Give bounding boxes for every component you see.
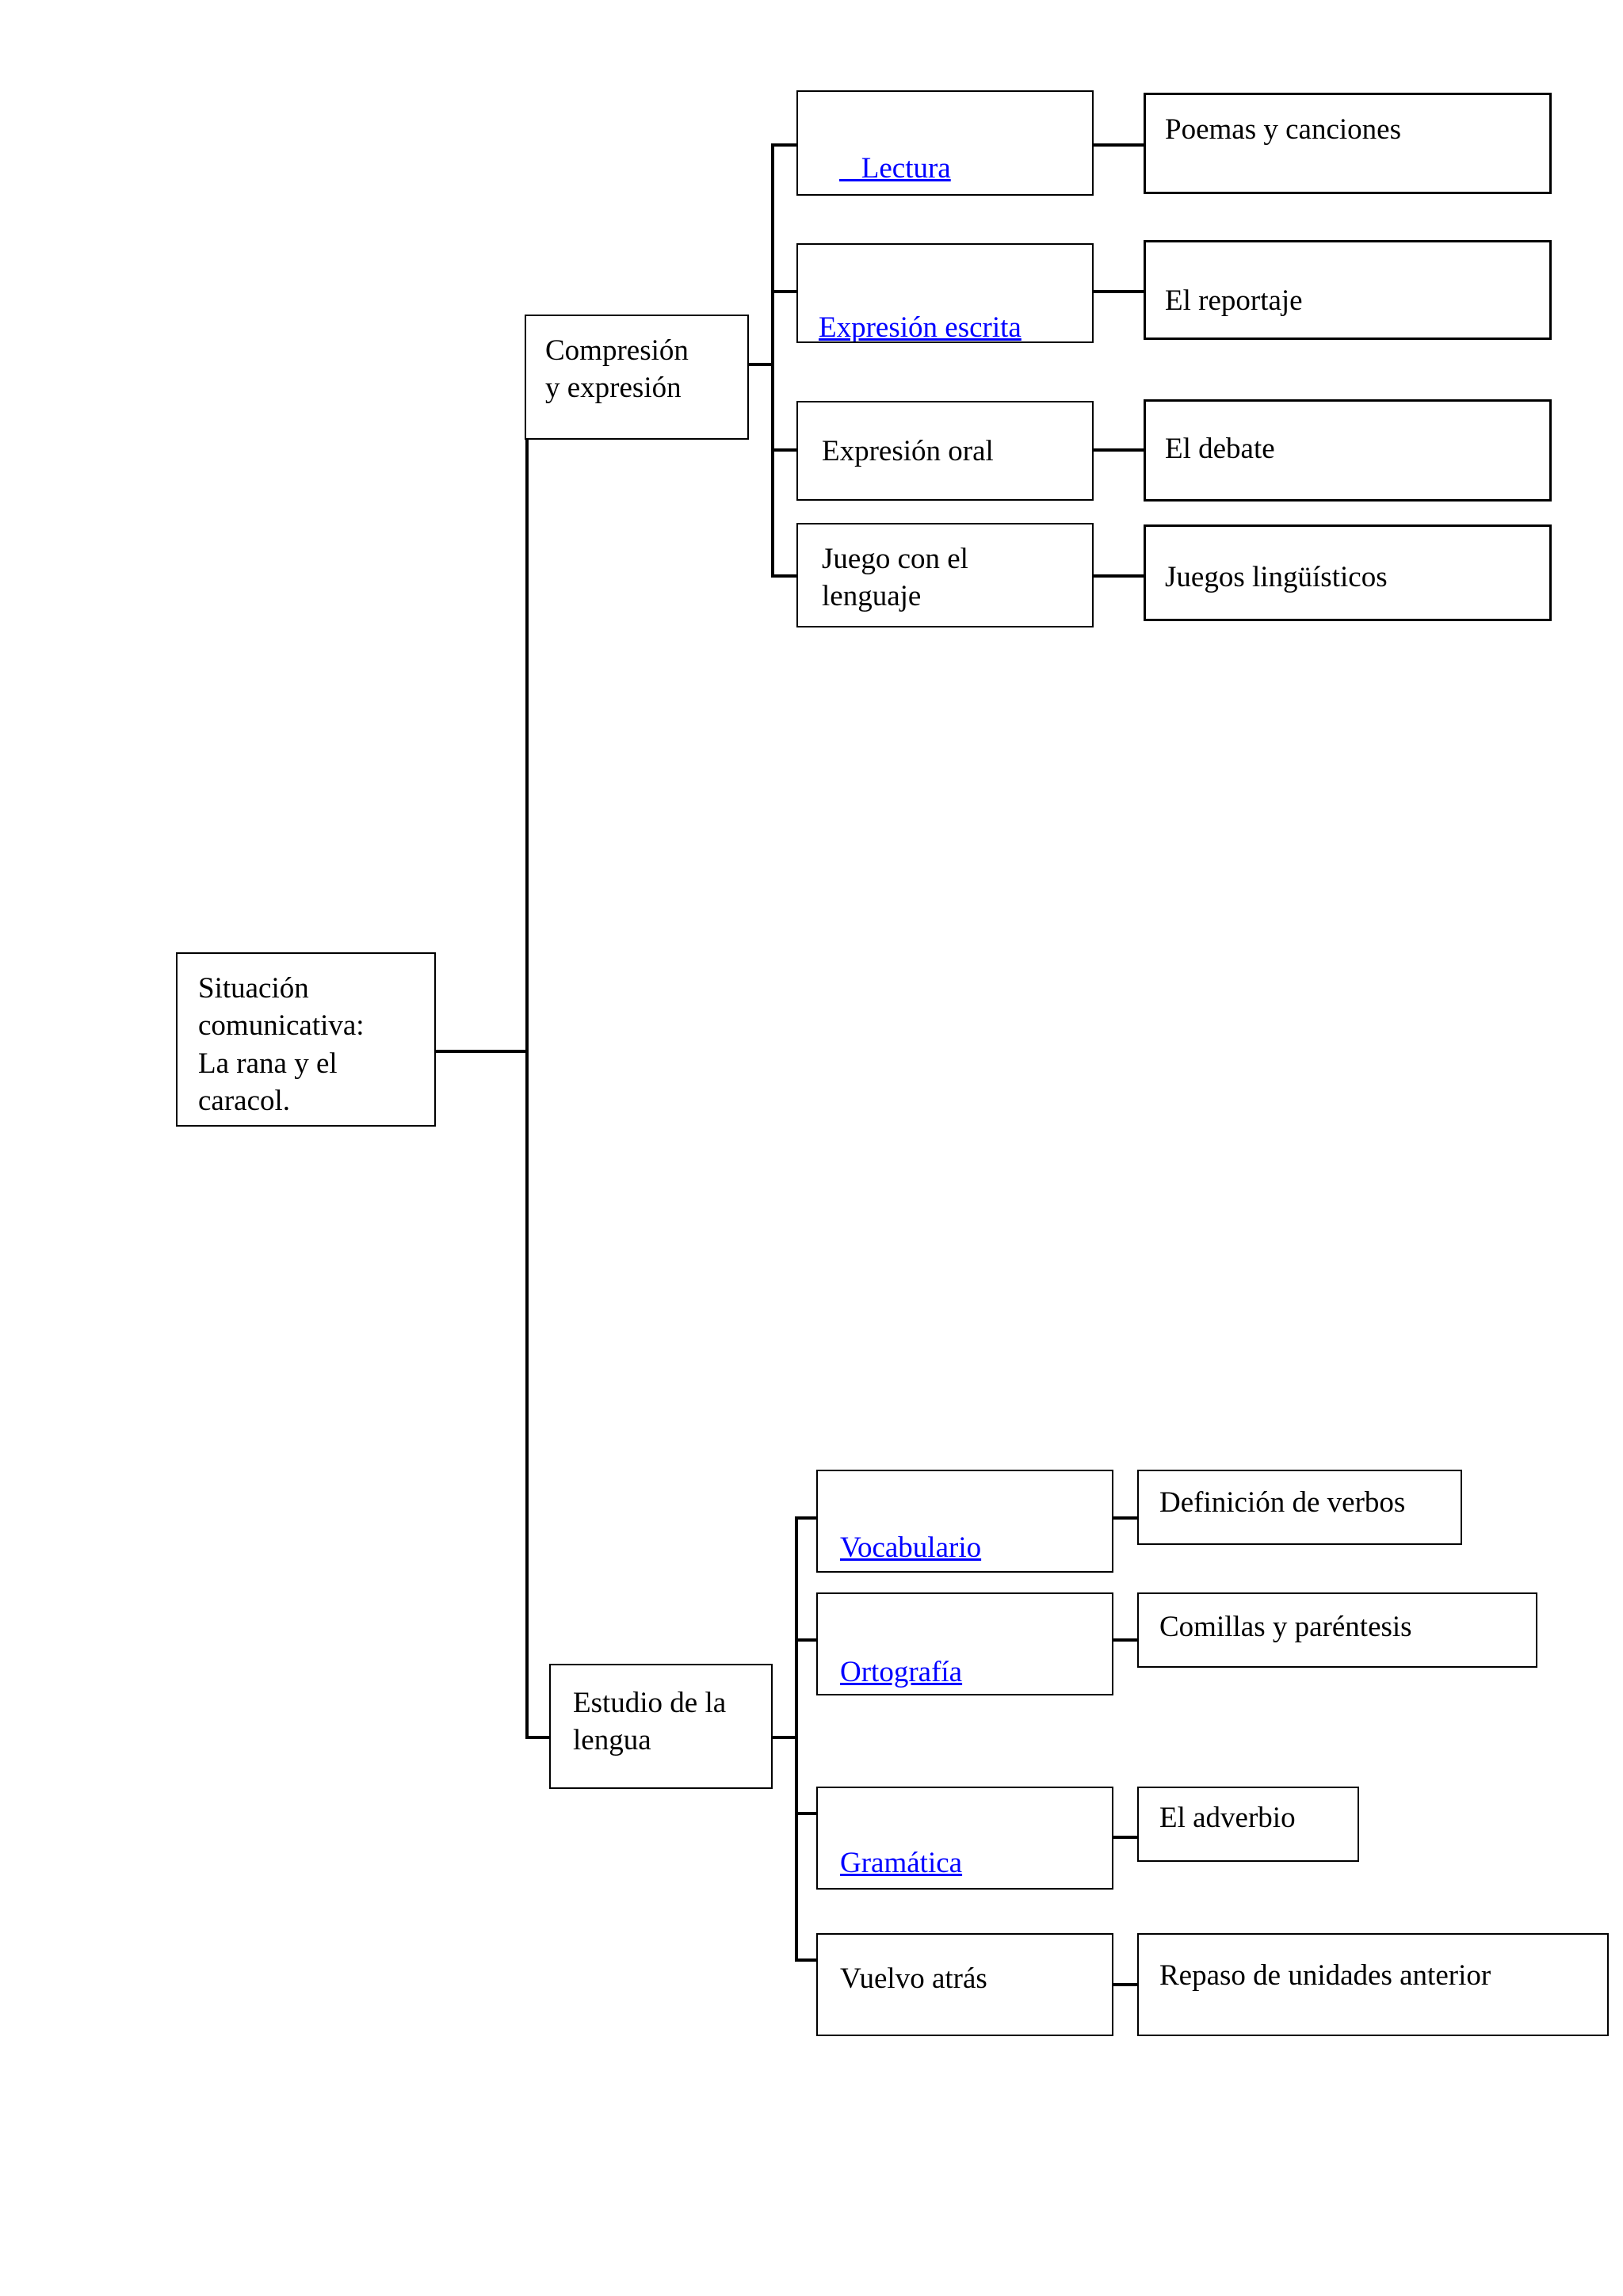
main-spine-line (525, 440, 529, 1739)
connector-oral-debate (1094, 448, 1145, 452)
connector-escrita-reportaje (1094, 290, 1145, 293)
content-box-poemas-y-canciones: Poemas y canciones (1144, 93, 1552, 194)
ortografia-link[interactable]: Ortografía (840, 1656, 963, 1689)
content-box-repaso-de-unidades: Repaso de unidades anterior (1137, 1933, 1609, 2036)
connector-to-ortografia (795, 1638, 818, 1642)
topic-box-lectura: Lectura (796, 90, 1094, 196)
content-box-comillas-y-parentesis: Comillas y paréntesis (1137, 1592, 1537, 1668)
lectura-link[interactable]: Lectura (839, 152, 951, 185)
topic-box-expresion-oral: Expresión oral (796, 401, 1094, 501)
content-box-el-reportaje: El reportaje (1144, 240, 1552, 340)
category-box-estudio-de-la-lengua: Estudio de la lengua (549, 1664, 773, 1789)
connector-to-lectura (773, 143, 798, 147)
connector-to-gramatica (795, 1812, 818, 1815)
bottom-child-spine-line (795, 1516, 798, 1962)
connector-to-juego (773, 574, 798, 578)
topic-box-gramatica: Gramática (816, 1787, 1113, 1890)
topic-box-vocabulario: Vocabulario (816, 1470, 1113, 1573)
content-box-definicion-de-verbos: Definición de verbos (1137, 1470, 1462, 1545)
connector-estudio-out (773, 1736, 798, 1739)
connector-ortografia-comillas (1113, 1638, 1139, 1642)
connector-to-vocabulario (795, 1516, 818, 1520)
connector-root-to-spine (436, 1050, 527, 1053)
topic-box-vuelvo-atras: Vuelvo atrás (816, 1933, 1113, 2036)
connector-to-vuelvo (795, 1958, 818, 1962)
connector-to-expresion-escrita (773, 290, 798, 293)
topic-box-ortografia: Ortografía (816, 1592, 1113, 1695)
topic-box-juego-con-el-lenguaje: Juego con el lenguaje (796, 523, 1094, 627)
topic-box-expresion-escrita: Expresión escrita (796, 243, 1094, 343)
connector-gramatica-adverbio (1113, 1836, 1139, 1839)
vocabulario-link[interactable]: Vocabulario (840, 1531, 982, 1565)
connector-compresion-out (749, 363, 774, 366)
connector-vuelvo-repaso (1113, 1983, 1139, 1986)
connector-vocabulario-definicion (1113, 1516, 1139, 1520)
content-box-el-adverbio: El adverbio (1137, 1787, 1359, 1862)
connector-to-expresion-oral (773, 448, 798, 452)
top-child-spine-line (771, 143, 774, 578)
expresion-escrita-link[interactable]: Expresión escrita (819, 311, 1022, 343)
root-box-situacion-comunicativa: Situación comunicativa: La rana y el car… (176, 952, 436, 1127)
content-box-el-debate: El debate (1144, 399, 1552, 502)
gramatica-link[interactable]: Gramática (840, 1847, 963, 1880)
connector-spine-to-estudio (525, 1736, 552, 1739)
connector-lectura-poemas (1094, 143, 1145, 147)
content-box-juegos-linguisticos: Juegos lingüísticos (1144, 524, 1552, 621)
category-box-compresion-y-expresion: Compresión y expresión (525, 315, 749, 440)
connector-juego-juegos (1094, 574, 1145, 578)
